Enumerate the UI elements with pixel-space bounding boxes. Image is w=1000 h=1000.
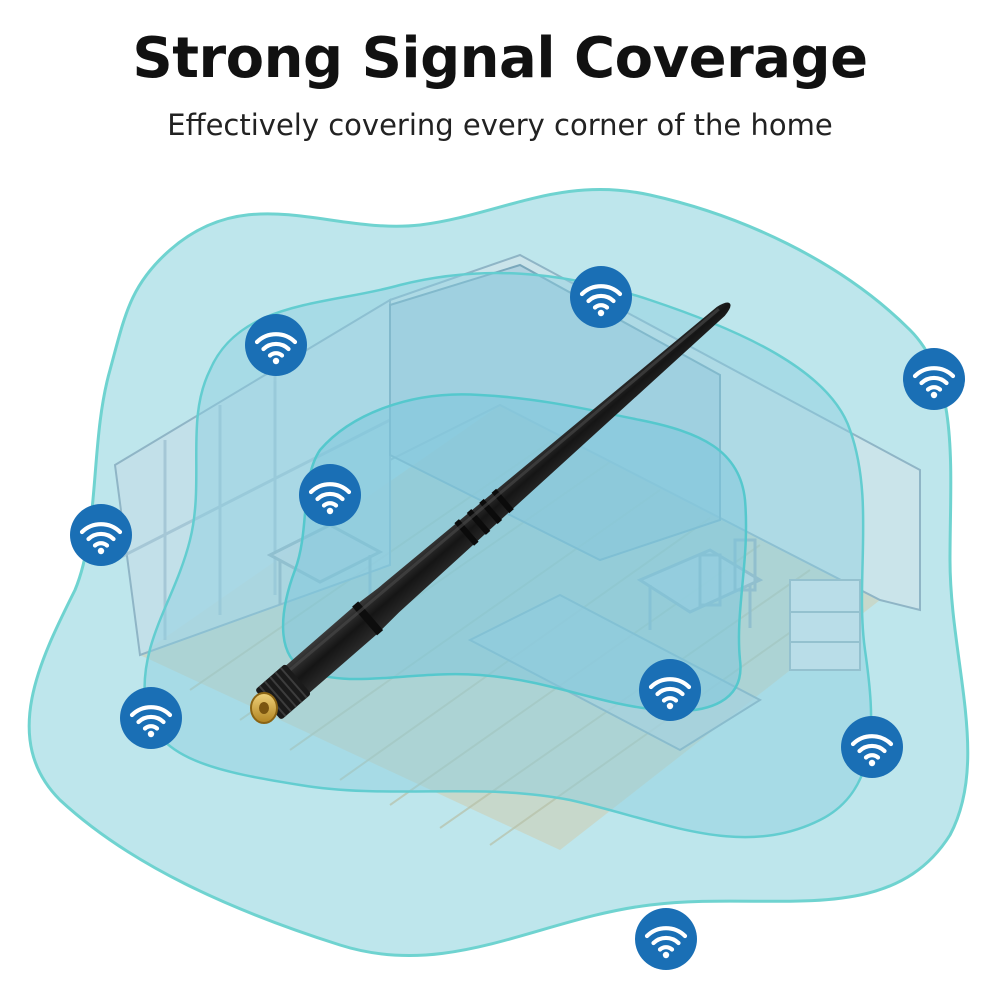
page-subtitle: Effectively covering every corner of the… xyxy=(167,108,833,142)
antenna xyxy=(250,302,731,724)
wifi-icon xyxy=(120,687,182,749)
wifi-icon xyxy=(635,908,697,970)
wifi-icon xyxy=(903,348,965,410)
wifi-icon xyxy=(245,314,307,376)
wifi-icon xyxy=(299,464,361,526)
wifi-icon xyxy=(841,716,903,778)
inner-coverage-zone xyxy=(281,393,748,713)
wifi-icon xyxy=(570,266,632,328)
wifi-icon xyxy=(70,504,132,566)
wifi-icon xyxy=(639,659,701,721)
page-title: Strong Signal Coverage xyxy=(132,26,868,91)
